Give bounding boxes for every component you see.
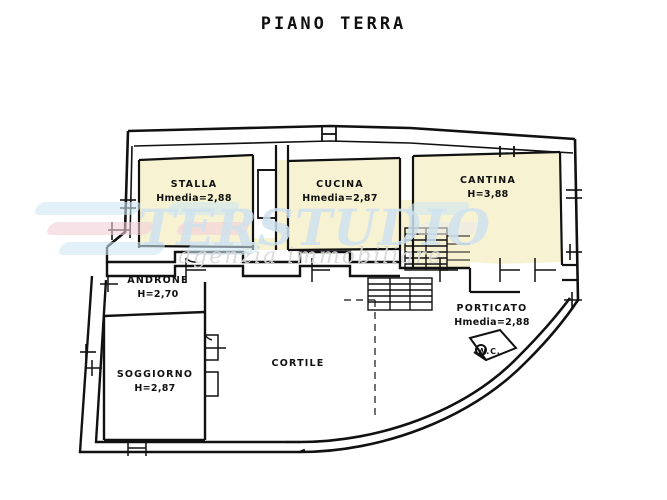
page-title: PIANO TERRA (260, 14, 407, 34)
courtyard-dashed-divider (340, 299, 376, 420)
room-label-cantina: CANTINA H=3,88 (440, 174, 536, 202)
room-name-cantina: CANTINA (460, 175, 516, 186)
room-name-stalla: STALLA (170, 179, 218, 190)
niche-block (257, 169, 277, 219)
room-name-porticato: PORTICATO (456, 303, 528, 314)
room-area-cucina (288, 158, 400, 250)
porticato-walls (468, 263, 578, 294)
room-label-cucina: CUCINA Hmedia=2,87 (296, 178, 384, 206)
room-height-porticato: Hmedia=2,88 (454, 316, 530, 328)
room-name-cortile: CORTILE (271, 358, 325, 369)
room-name-androne: ANDRONE (127, 275, 189, 286)
room-height-cantina: H=3,88 (467, 188, 509, 200)
room-name-cucina: CUCINA (316, 179, 364, 190)
room-height-androne: H=2,70 (137, 288, 179, 300)
courtyard-boundary (286, 297, 580, 454)
room-label-porticato: PORTICATO Hmedia=2,88 (438, 302, 546, 330)
room-area-link-cucina-cantina (400, 200, 413, 250)
room-name-soggiorno: SOGGIORNO (116, 369, 194, 380)
room-name-wc: W.C. (477, 347, 501, 356)
room-label-soggiorno: SOGGIORNO H=2,87 (105, 368, 205, 396)
room-height-soggiorno: H=2,87 (134, 382, 176, 394)
room-label-androne: ANDRONE H=2,70 (112, 274, 204, 302)
middle-wall (105, 247, 470, 278)
room-label-stalla: STALLA Hmedia=2,88 (150, 178, 238, 206)
room-label-wc: W.C. (466, 346, 512, 358)
hatch-detail (447, 235, 470, 261)
left-block-openings (86, 276, 226, 456)
top-wall-openings (321, 127, 515, 157)
room-height-stalla: Hmedia=2,88 (156, 192, 232, 204)
wc-fixture (468, 328, 518, 362)
room-area-cantina (413, 152, 562, 264)
room-label-cortile: CORTILE (258, 357, 338, 371)
room-height-cucina: Hmedia=2,87 (302, 192, 378, 204)
room-fill-layer (139, 152, 562, 268)
left-lower-block (78, 275, 290, 454)
staircase-lower (367, 277, 433, 311)
